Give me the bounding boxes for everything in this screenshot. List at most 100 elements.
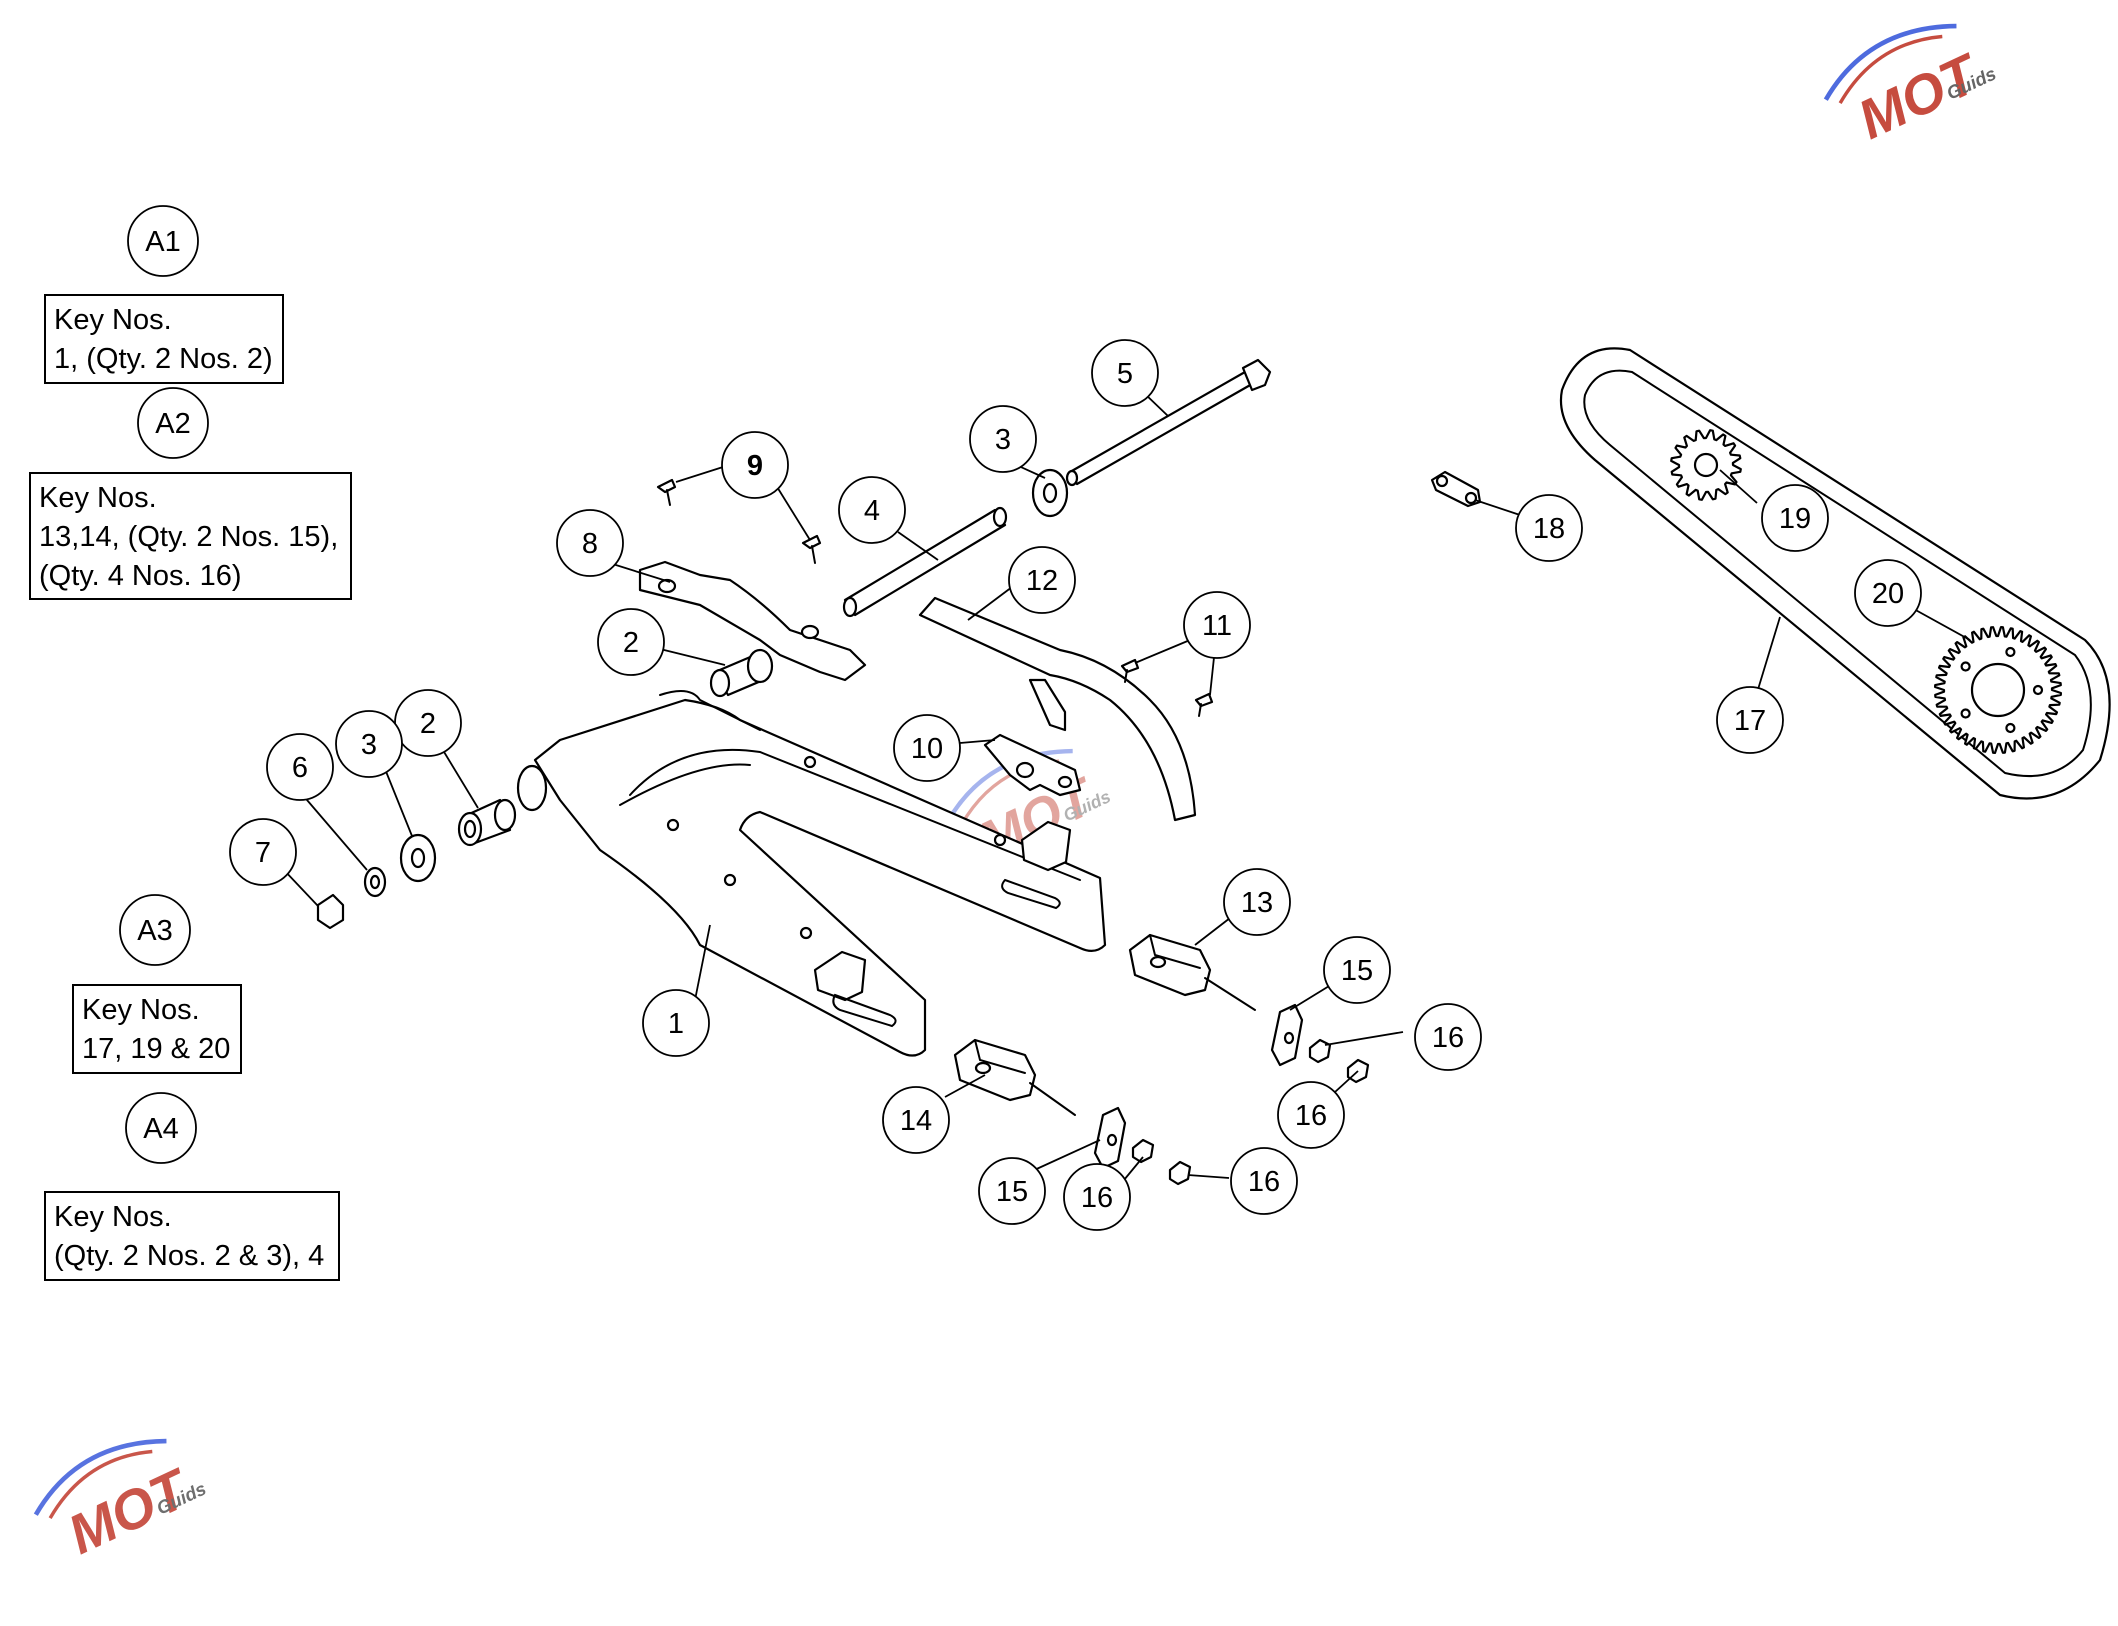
- washer-left-part: [399, 833, 437, 883]
- callout-label: 12: [1026, 565, 1058, 597]
- watermark-brand: MOT: [59, 1456, 200, 1566]
- sprocket-hole: [2032, 684, 2044, 696]
- callout-label: 7: [255, 837, 271, 869]
- callout-3-right: 3: [969, 405, 1037, 473]
- callout-label: 16: [1248, 1166, 1280, 1198]
- watermark-brand: MOT: [1849, 41, 1990, 151]
- watermark-bottom-left: MOT Guids: [33, 1438, 209, 1566]
- callout-10: 10: [893, 714, 961, 782]
- small-washer-part: [363, 866, 387, 898]
- callout-label: 16: [1295, 1100, 1327, 1132]
- sprocket-hub: [1970, 662, 2026, 718]
- plate-left-part: [1093, 1106, 1127, 1170]
- assembly-label: A3: [137, 915, 172, 947]
- sprocket-hole: [1960, 708, 1971, 719]
- assembly-callout-a1: A1: [127, 205, 199, 277]
- key-line: 1, (Qty. 2 Nos. 2): [54, 343, 273, 375]
- watermark-top-right: MOT Guids: [1823, 23, 1999, 151]
- key-line: (Qty. 4 Nos. 16): [39, 560, 242, 592]
- callout-3-left: 3: [335, 710, 403, 778]
- callout-2-front: 2: [597, 608, 665, 676]
- callout-13: 13: [1223, 868, 1291, 936]
- callout-19: 19: [1761, 484, 1829, 552]
- key-line: 17, 19 & 20: [82, 1033, 231, 1065]
- callout-label: 1: [668, 1008, 684, 1040]
- callout-7: 7: [229, 818, 297, 886]
- callout-2-left: 2: [394, 689, 462, 757]
- sprocket-hole: [2005, 722, 2016, 734]
- callout-16-b: 16: [1277, 1081, 1345, 1149]
- sprocket-hole: [1960, 661, 1971, 672]
- assembly-key-box-a2: Key Nos. 13,14, (Qty. 2 Nos. 15), (Qty. …: [29, 472, 352, 600]
- key-line: (Qty. 2 Nos. 2 & 3), 4: [54, 1240, 325, 1272]
- callout-9: 9: [721, 431, 789, 499]
- callout-label: 3: [995, 424, 1011, 456]
- callout-15-left: 15: [978, 1157, 1046, 1225]
- callout-label: 4: [864, 495, 880, 527]
- assembly-callout-a3: A3: [119, 894, 191, 966]
- callout-15-right: 15: [1323, 936, 1391, 1004]
- callout-label: 15: [1341, 955, 1373, 987]
- washer-right-part: [1031, 468, 1069, 518]
- sprocket-hub: [1693, 452, 1719, 478]
- adjuster-left-part: [953, 1038, 1076, 1116]
- callout-8: 8: [556, 509, 624, 577]
- adjuster-right-part: [1128, 933, 1256, 1011]
- rear-sprocket-part: [1934, 626, 2062, 754]
- pivot-bolt-part: [1065, 358, 1272, 487]
- callout-label: 6: [292, 752, 308, 784]
- callout-17: 17: [1716, 686, 1784, 754]
- callout-12: 12: [1008, 546, 1076, 614]
- callout-label: 11: [1202, 610, 1232, 642]
- callout-label: 9: [747, 450, 763, 482]
- callout-label: 16: [1081, 1182, 1113, 1214]
- key-line: Key Nos.: [39, 482, 157, 514]
- callout-4: 4: [838, 476, 906, 544]
- front-sprocket-part: [1670, 429, 1742, 501]
- callout-18: 18: [1515, 494, 1583, 562]
- assembly-callout-a2: A2: [137, 387, 209, 459]
- callout-label: 15: [996, 1176, 1028, 1208]
- callout-1: 1: [642, 989, 710, 1057]
- callout-label: 16: [1432, 1022, 1464, 1054]
- callout-16-a: 16: [1414, 1003, 1482, 1071]
- callout-label: 5: [1117, 358, 1133, 390]
- assembly-key-box-a1: Key Nos. 1, (Qty. 2 Nos. 2): [44, 294, 284, 384]
- nut-part: [316, 893, 345, 930]
- callout-label: 2: [420, 708, 436, 740]
- bush-left-part: [457, 798, 517, 847]
- assembly-key-box-a3: Key Nos. 17, 19 & 20: [72, 984, 242, 1074]
- callout-label: 17: [1734, 705, 1766, 737]
- callout-6: 6: [266, 733, 334, 801]
- callout-label: 3: [361, 729, 377, 761]
- screw-9-part: [656, 478, 822, 564]
- swingarm-part: [516, 690, 1107, 1057]
- bush-front-part: [709, 648, 774, 698]
- key-line: Key Nos.: [54, 304, 172, 336]
- callout-label: 13: [1241, 887, 1273, 919]
- key-line: Key Nos.: [82, 994, 200, 1026]
- callout-label: 2: [623, 627, 639, 659]
- chain-guide-plate-part: [983, 733, 1082, 797]
- spacer-tube-part: [842, 506, 1008, 618]
- callout-11: 11: [1183, 591, 1251, 659]
- sprocket-hole: [2005, 646, 2016, 658]
- assembly-label: A2: [155, 408, 190, 440]
- callout-16-d: 16: [1230, 1147, 1298, 1215]
- plate-right-part: [1270, 1003, 1304, 1067]
- key-line: Key Nos.: [54, 1201, 172, 1233]
- callout-label: 14: [900, 1105, 932, 1137]
- leader-lines: [282, 392, 1971, 1181]
- callout-label: 20: [1872, 578, 1904, 610]
- callout-label: 10: [911, 733, 943, 765]
- chain-link-part: [1430, 470, 1482, 508]
- callout-label: 8: [582, 528, 598, 560]
- callout-label: 19: [1779, 503, 1811, 535]
- callout-16-c: 16: [1063, 1163, 1131, 1231]
- chain-guard-part: [918, 596, 1197, 822]
- screws-11-part: [1120, 658, 1214, 717]
- assembly-callout-a4: A4: [125, 1092, 197, 1164]
- assembly-label: A4: [143, 1113, 178, 1145]
- callout-20: 20: [1854, 559, 1922, 627]
